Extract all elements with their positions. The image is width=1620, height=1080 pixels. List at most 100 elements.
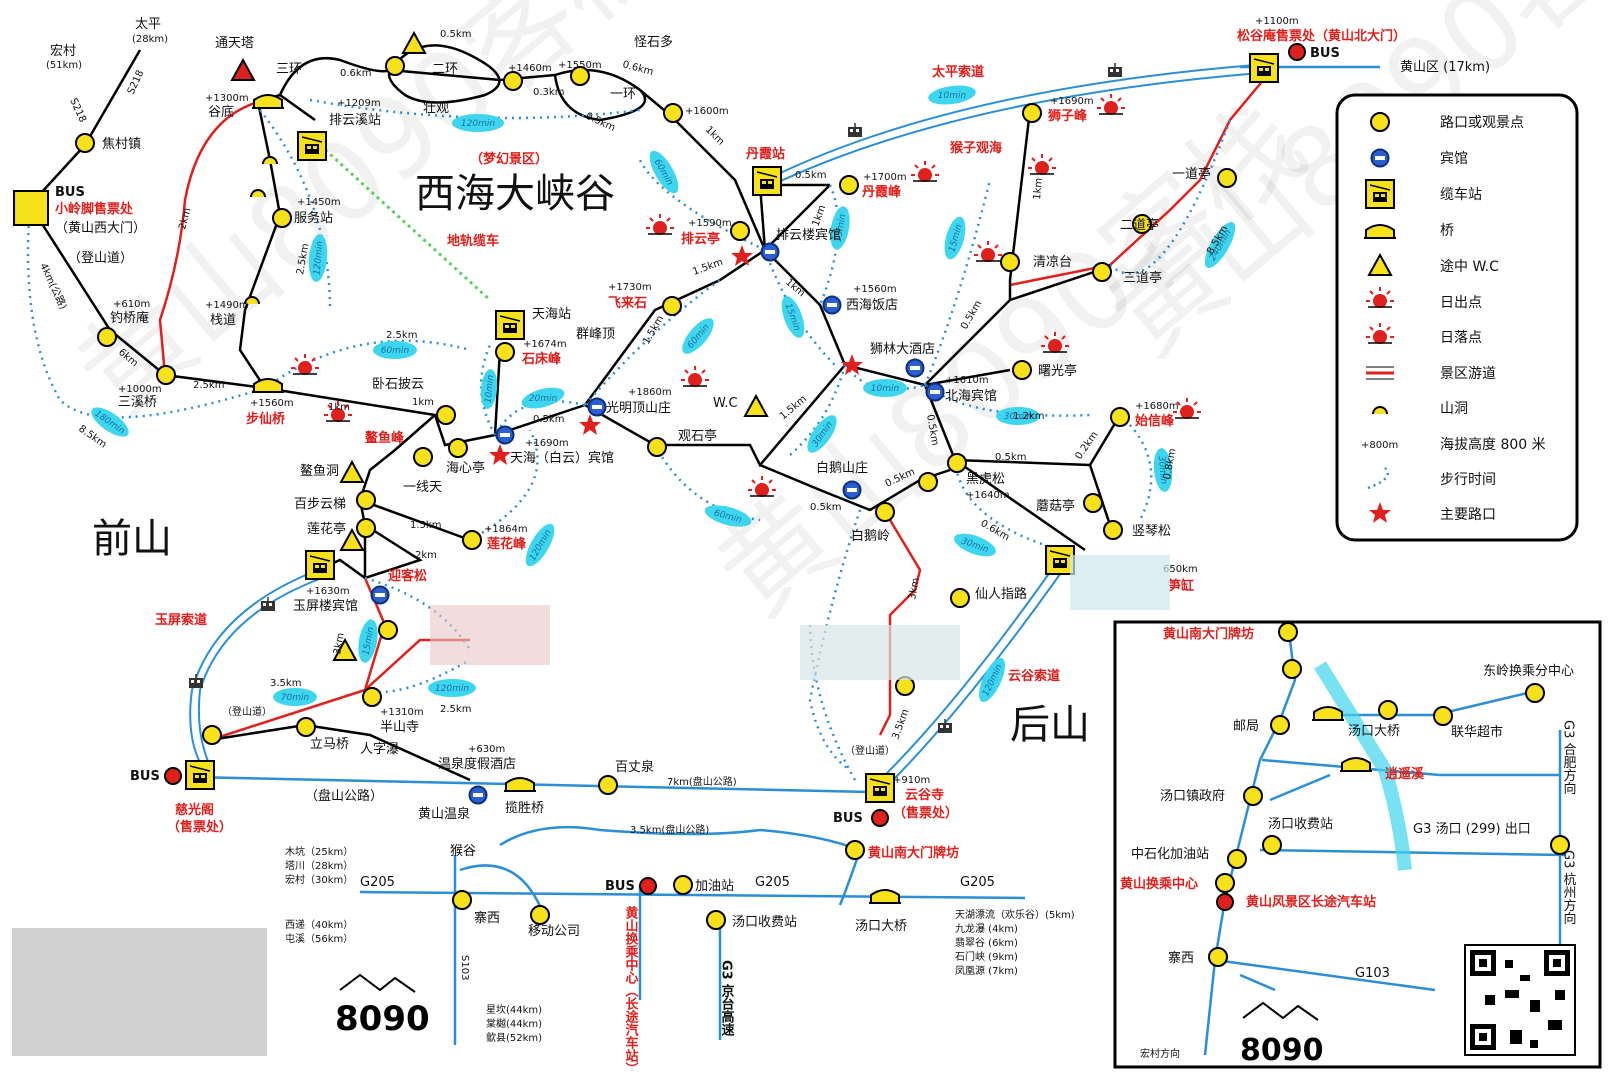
svg-text:寨西: 寨西: [1168, 950, 1194, 966]
svg-text:+1674m: +1674m: [523, 339, 567, 350]
svg-text:1km: 1km: [1032, 177, 1045, 200]
svg-text:+1730m: +1730m: [608, 282, 652, 293]
svg-text:+1610m: +1610m: [945, 375, 989, 386]
svg-text:8090: 8090: [335, 999, 430, 1039]
svg-text:步行时间: 步行时间: [1440, 472, 1496, 488]
svg-text:（登山道）: （登山道）: [222, 705, 272, 718]
yuping-cable-label: 玉屏索道: [155, 612, 207, 628]
svg-text:群峰顶: 群峰顶: [576, 327, 615, 342]
svg-text:鳌鱼洞: 鳌鱼洞: [300, 463, 339, 479]
svg-text:BUS: BUS: [1310, 46, 1340, 61]
svg-text:3.5km(盘山公路): 3.5km(盘山公路): [630, 823, 709, 836]
svg-text:三环: 三环: [276, 62, 302, 77]
svg-text:（售票处）: （售票处）: [893, 805, 958, 821]
svg-text:景区游道: 景区游道: [1440, 366, 1496, 382]
svg-text:曙光亭: 曙光亭: [1038, 363, 1077, 379]
svg-text:黄山温泉: 黄山温泉: [418, 806, 470, 822]
svg-text:BUS: BUS: [55, 185, 85, 200]
inset-map: 黄山南大门牌坊 东岭换乘分中心 邮局 汤口大桥 联华超市 逍遥溪 汤口镇政府 汤…: [1113, 620, 1602, 1069]
svg-text:西海饭店: 西海饭店: [846, 298, 898, 313]
svg-text:海心亭: 海心亭: [446, 460, 485, 476]
svg-text:0.5km: 0.5km: [533, 414, 564, 425]
tower-icon: [230, 57, 256, 81]
svg-text:1.5km: 1.5km: [641, 314, 666, 347]
svg-text:翡翠谷 (6km): 翡翠谷 (6km): [955, 936, 1018, 949]
svg-text:+1000m: +1000m: [118, 384, 162, 395]
svg-text:天湖漂流（欢乐谷）(5km): 天湖漂流（欢乐谷）(5km): [955, 908, 1075, 921]
svg-text:北海宾馆: 北海宾馆: [945, 388, 997, 404]
huangshan-district-label: 黄山区 (17km): [1400, 60, 1490, 75]
svg-text:+610m: +610m: [113, 299, 150, 310]
west-gate-label: 小岭脚售票处: [55, 201, 134, 217]
svg-text:鳌鱼峰: 鳌鱼峰: [365, 430, 405, 446]
svg-text:卧石披云: 卧石披云: [372, 377, 424, 392]
svg-text:10min: 10min: [938, 91, 967, 101]
svg-text:谷底: 谷底: [208, 104, 234, 120]
svg-text:宏村: 宏村: [50, 44, 76, 59]
svg-text:二环: 二环: [432, 62, 458, 77]
svg-text:竖琴松: 竖琴松: [1132, 524, 1171, 539]
svg-text:+1860m: +1860m: [628, 387, 672, 398]
svg-text:狮林大酒店: 狮林大酒店: [870, 342, 935, 357]
svg-text:120min: 120min: [461, 119, 495, 129]
svg-text:1.5km: 1.5km: [691, 257, 724, 278]
svg-text:1km: 1km: [810, 204, 828, 228]
redacted-block: [430, 605, 550, 665]
svg-text:+1550m: +1550m: [558, 60, 602, 71]
svg-text:G205: G205: [960, 875, 995, 890]
svg-text:猴子观海: 猴子观海: [950, 140, 1002, 156]
svg-text:+1680m: +1680m: [1135, 401, 1179, 412]
svg-text:0.5km: 0.5km: [810, 502, 841, 513]
taiping-cable-label: 太平索道: [931, 64, 984, 80]
svg-text:排云亭: 排云亭: [681, 231, 720, 247]
svg-text:G3 合肥方向: G3 合肥方向: [1561, 720, 1577, 795]
svg-text:+1560m: +1560m: [853, 284, 897, 295]
svg-text:+1310m: +1310m: [380, 707, 424, 718]
svg-text:莲花峰: 莲花峰: [487, 536, 527, 552]
svg-text:一环: 一环: [610, 87, 636, 102]
svg-text:飞来石: 飞来石: [608, 295, 647, 311]
svg-text:（黄山西大门）: （黄山西大门）: [55, 221, 146, 236]
svg-text:揽胜桥: 揽胜桥: [505, 800, 544, 816]
svg-text:S218: S218: [126, 69, 147, 97]
svg-text:70min: 70min: [281, 693, 310, 703]
svg-text:半山寺: 半山寺: [380, 720, 419, 735]
yungu-gate-label: 云谷寺: [905, 787, 944, 803]
svg-text:G103: G103: [1355, 966, 1390, 981]
svg-text:温泉度假酒店: 温泉度假酒店: [438, 756, 516, 772]
svg-text:加油站: 加油站: [695, 879, 734, 894]
svg-text:猴谷: 猴谷: [450, 844, 476, 859]
svg-text:+1590m: +1590m: [688, 218, 732, 229]
svg-text:+1690m: +1690m: [1050, 96, 1094, 107]
svg-text:九龙瀑 (4km): 九龙瀑 (4km): [955, 922, 1018, 935]
svg-text:1.2km: 1.2km: [1013, 411, 1044, 422]
svg-text:宾馆: 宾馆: [1440, 151, 1468, 167]
yungu-cable-label: 云谷索道: [1008, 668, 1060, 684]
svg-text:中石化加油站: 中石化加油站: [1131, 847, 1209, 862]
svg-text:1km: 1km: [783, 277, 807, 300]
svg-text:光明顶山庄: 光明顶山庄: [606, 400, 671, 416]
svg-text:凤凰源 (7km): 凤凰源 (7km): [955, 964, 1018, 977]
svg-text:S103: S103: [459, 955, 470, 980]
brand-logo: 8090: [335, 973, 430, 1039]
svg-text:(51km): (51km): [46, 60, 82, 71]
svg-text:0.5km: 0.5km: [924, 414, 940, 447]
svg-text:+1560m: +1560m: [250, 398, 294, 409]
svg-text:3km: 3km: [907, 577, 922, 600]
svg-text:30min: 30min: [1004, 412, 1033, 422]
funicular-line: [318, 143, 492, 302]
svg-text:仙人指路: 仙人指路: [975, 586, 1027, 602]
svg-text:白鹅山庄: 白鹅山庄: [816, 460, 868, 476]
svg-text:20min: 20min: [529, 394, 558, 404]
svg-text:0.6km: 0.6km: [340, 68, 371, 79]
svg-text:蘑菇亭: 蘑菇亭: [1036, 498, 1075, 514]
svg-text:15min: 15min: [834, 213, 849, 243]
svg-text:S218: S218: [67, 97, 88, 125]
svg-text:焦村镇: 焦村镇: [102, 137, 141, 152]
svg-text:清凉台: 清凉台: [1033, 255, 1072, 270]
svg-text:+1100m: +1100m: [1255, 16, 1299, 27]
svg-text:始信峰: 始信峰: [1135, 413, 1175, 429]
svg-text:（售票处）: （售票处）: [167, 819, 232, 835]
